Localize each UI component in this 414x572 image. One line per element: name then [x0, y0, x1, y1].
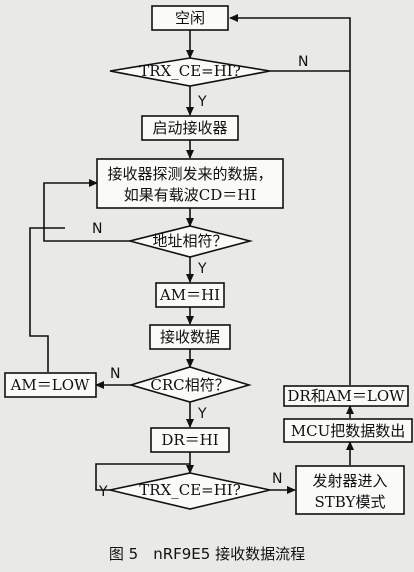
label-trx2-yes: Y — [98, 484, 108, 500]
node-detect-line2: 如果有载波CD＝HI — [124, 186, 257, 204]
figure-caption: 图 5 nRF9E5 接收数据流程 — [108, 545, 306, 563]
label-address-no: N — [92, 221, 102, 237]
node-mcu-read-text: MCU把数据数出 — [291, 422, 405, 440]
node-am-hi-text: AM＝HI — [159, 286, 220, 304]
node-check-trx-ce-1-text: TRX_CE=HI? — [139, 62, 241, 80]
node-crc-match-text: CRC相符？ — [150, 376, 229, 394]
node-receive-data-text: 接收数据 — [160, 328, 220, 346]
node-idle-text: 空闲 — [175, 9, 205, 27]
node-transmitter-stby: 发射器进入 STBY模式 — [295, 465, 405, 515]
node-dr-am-low: DR和AM＝LOW — [283, 385, 409, 407]
label-trx1-yes: Y — [197, 94, 207, 110]
label-crc-no: N — [110, 366, 120, 382]
edge-amlow-to-detect — [29, 227, 65, 372]
node-address-match-text: 地址相符？ — [152, 232, 227, 250]
node-address-match: 地址相符？ — [126, 225, 254, 258]
node-crc-match: CRC相符？ — [128, 366, 252, 403]
node-dr-hi-text: DR＝HI — [161, 431, 218, 449]
node-am-hi: AM＝HI — [155, 282, 225, 308]
node-check-trx-ce-2: TRX_CE=HI? — [109, 472, 271, 510]
node-mcu-read: MCU把数据数出 — [283, 418, 413, 443]
label-crc-yes: Y — [197, 406, 207, 422]
edge-drlow-to-idle — [229, 14, 351, 385]
node-check-trx-ce-2-text: TRX_CE=HI? — [139, 481, 241, 499]
node-start-receiver-text: 启动接收器 — [152, 119, 227, 137]
node-am-low-text: AM＝LOW — [10, 376, 90, 394]
node-am-low: AM＝LOW — [4, 372, 97, 398]
node-check-trx-ce-1: TRX_CE=HI? — [109, 57, 271, 87]
node-dr-hi: DR＝HI — [150, 427, 230, 453]
label-address-yes: Y — [197, 261, 207, 277]
node-transmitter-line1: 发射器进入 — [312, 472, 387, 490]
label-trx2-no: N — [272, 471, 282, 487]
node-idle: 空闲 — [151, 5, 229, 31]
edge-address-no-loop — [43, 179, 130, 242]
node-receive-data: 接收数据 — [149, 324, 231, 350]
node-transmitter-line2: STBY模式 — [315, 493, 386, 511]
node-start-receiver: 启动接收器 — [141, 115, 239, 141]
node-detect-line1: 接收器探测发来的数据， — [107, 165, 272, 183]
node-dr-am-low-text: DR和AM＝LOW — [287, 387, 405, 405]
label-trx1-no: N — [298, 54, 308, 70]
node-detect-carrier: 接收器探测发来的数据， 如果有载波CD＝HI — [96, 158, 284, 209]
edge-trx2-yes-loop — [95, 463, 190, 491]
